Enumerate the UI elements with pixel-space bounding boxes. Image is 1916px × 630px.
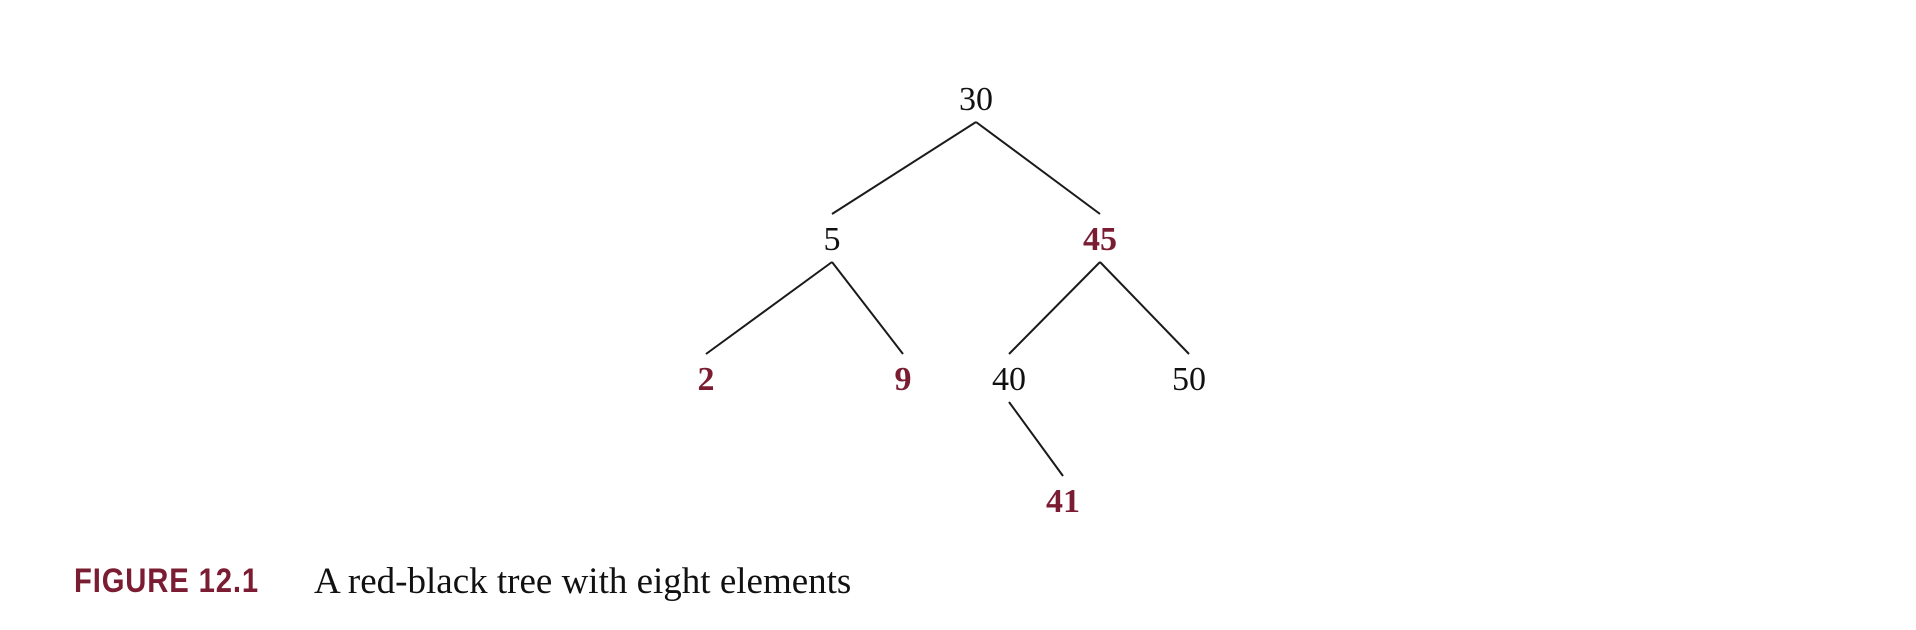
tree-node-45-red: 45 — [1083, 221, 1117, 258]
figure-caption: FIGURE 12.1 A red-black tree with eight … — [74, 556, 851, 606]
tree-edge-5-9 — [831, 261, 904, 355]
tree-edge-30-5 — [831, 121, 977, 215]
tree-node-2-red: 2 — [698, 361, 715, 398]
tree-edge-40-41 — [1008, 401, 1064, 477]
tree-edge-45-50 — [1099, 261, 1190, 355]
tree-edge-5-2 — [705, 261, 833, 355]
figure-number: FIGURE 12.1 — [74, 561, 259, 600]
tree-node-5-black: 5 — [824, 221, 841, 258]
figure-caption-text: A red-black tree with eight elements — [314, 560, 852, 602]
tree-nodes: 30 5 45 2 9 40 50 41 — [698, 81, 1207, 520]
tree-node-40-black: 40 — [992, 361, 1026, 398]
tree-edges — [705, 121, 1190, 477]
tree-node-9-red: 9 — [895, 361, 912, 398]
tree-node-41-red: 41 — [1046, 483, 1080, 520]
tree-node-30-black: 30 — [959, 81, 993, 118]
tree-node-50-black: 50 — [1172, 361, 1206, 398]
tree-edge-30-45 — [975, 121, 1101, 215]
tree-edge-45-40 — [1008, 261, 1101, 355]
